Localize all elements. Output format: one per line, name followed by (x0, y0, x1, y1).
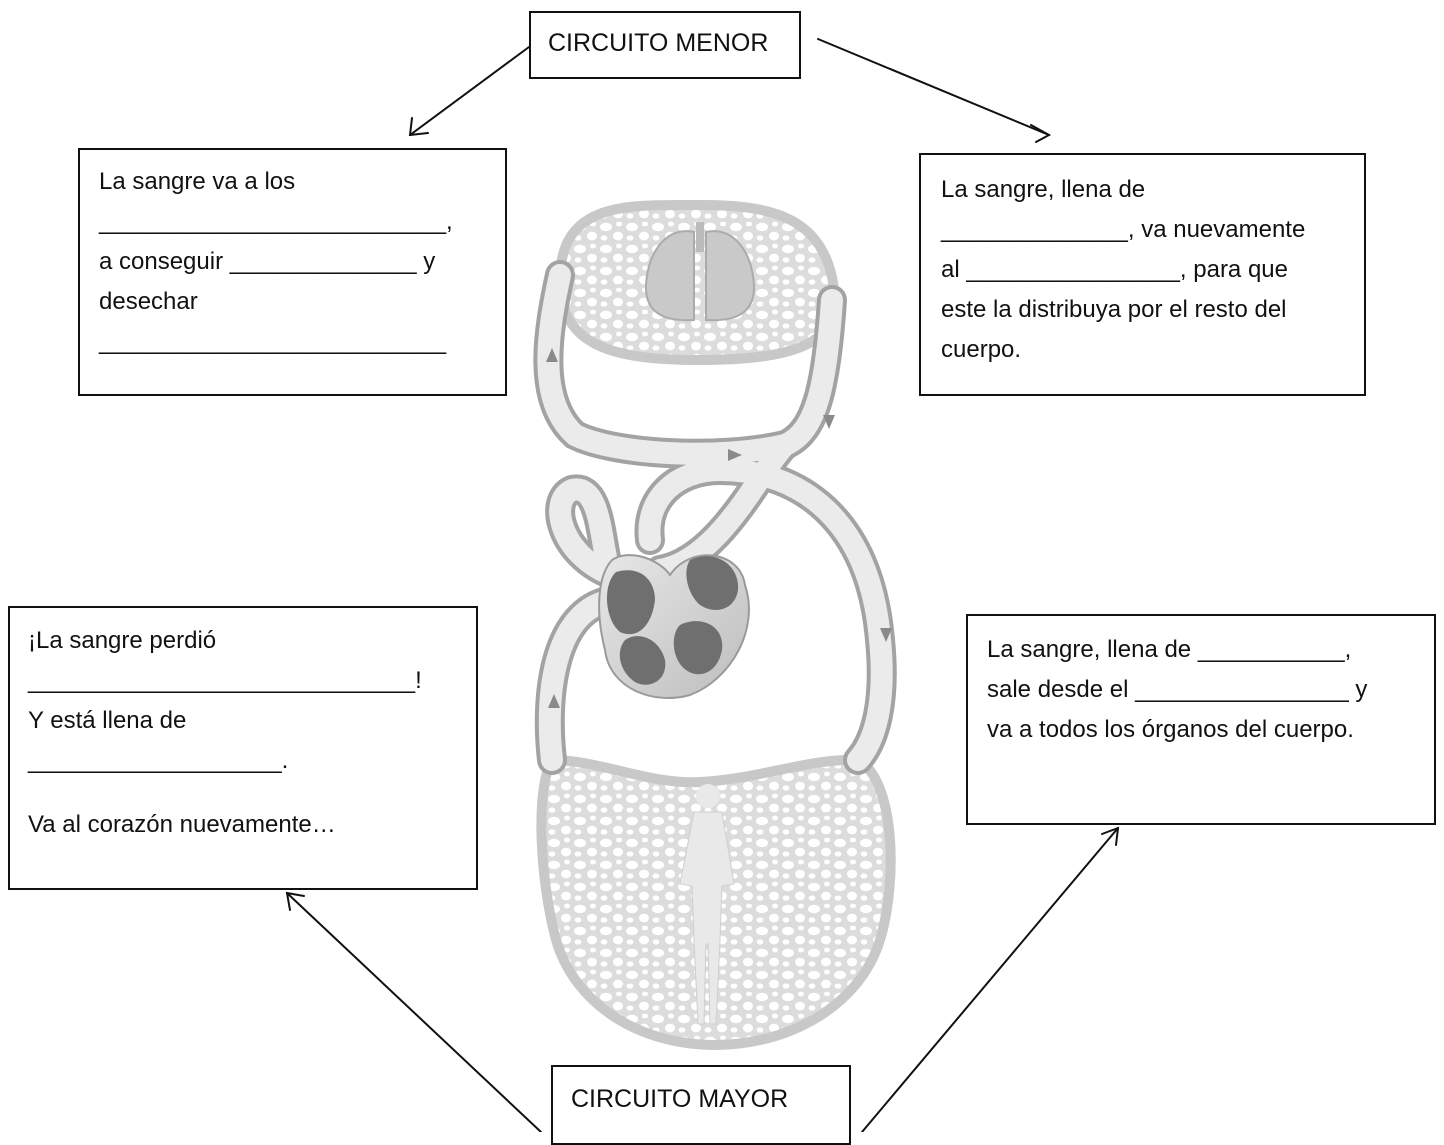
text-line[interactable]: a conseguir ______________ y (99, 242, 505, 282)
answer-blank[interactable]: __________________________, (99, 202, 505, 242)
text-line: ¡La sangre perdió (28, 621, 476, 661)
lungs-out-text-box: La sangre, llena de ______________, va n… (919, 153, 1366, 396)
arrow-menor-to-lungs-box (410, 47, 529, 135)
text-line[interactable]: La sangre, llena de ___________, (987, 630, 1434, 670)
heart-icon (599, 555, 749, 698)
lungs-text-box: La sangre va a los _____________________… (78, 148, 507, 396)
answer-blank[interactable]: ___________________. (28, 741, 476, 781)
text-line: Y está llena de (28, 701, 476, 741)
body-return-text-box: ¡La sangre perdió ______________________… (8, 606, 478, 890)
text-line: La sangre va a los (99, 162, 505, 202)
arrow-mayor-to-heart-out-box (862, 828, 1118, 1132)
heart-out-text-box: La sangre, llena de ___________, sale de… (966, 614, 1436, 825)
text-line[interactable]: al ________________, para que (941, 250, 1364, 290)
spacer (28, 781, 476, 805)
text-line: Va al corazón nuevamente… (28, 805, 476, 845)
circuit-major-label: CIRCUITO MAYOR (571, 1085, 788, 1114)
text-line[interactable]: sale desde el ________________ y (987, 670, 1434, 710)
text-line: va a todos los órganos del cuerpo. (987, 710, 1434, 750)
circuit-major-label-box: CIRCUITO MAYOR (551, 1065, 851, 1145)
text-line: La sangre, llena de (941, 170, 1364, 210)
answer-blank[interactable]: _____________________________! (28, 661, 476, 701)
arrow-menor-to-lungs-out-box (818, 39, 1049, 142)
arrow-mayor-to-body-return-box (287, 893, 541, 1132)
text-line: desechar (99, 282, 505, 322)
circuit-minor-label-box: CIRCUITO MENOR (529, 11, 801, 79)
answer-blank[interactable]: __________________________ (99, 322, 505, 362)
circuit-minor-label: CIRCUITO MENOR (548, 29, 768, 58)
text-line[interactable]: ______________, va nuevamente (941, 210, 1364, 250)
text-line: este la distribuya por el resto del (941, 290, 1364, 330)
text-line: cuerpo. (941, 330, 1364, 370)
